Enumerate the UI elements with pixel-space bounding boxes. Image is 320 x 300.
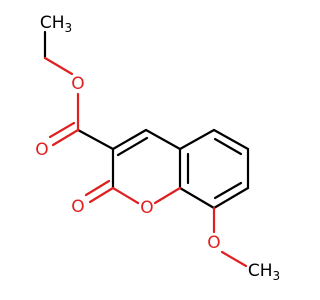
methoxy-methyl-label: CH3 bbox=[248, 261, 280, 283]
bond-c2-ring-o bbox=[111, 186, 140, 205]
bond-c4-c4a bbox=[144, 128, 182, 151]
bond-ester-c-to-c3 bbox=[76, 128, 115, 151]
bond-methoxy-o-ch3 bbox=[220, 250, 248, 268]
bond-c3-c4 bbox=[111, 128, 148, 151]
lactone-carbonyl-oxygen-label: O bbox=[71, 197, 84, 217]
bond-ring-o-c8a bbox=[153, 186, 182, 205]
ring-oxygen-label: O bbox=[140, 198, 153, 218]
bond-lactone-carbonyl-double bbox=[84, 179, 111, 197]
chemical-structure-diagram: CH3 O O O O O CH3 bbox=[35, 13, 280, 283]
bond-lactone-carbonyl bbox=[88, 186, 115, 204]
bond-c3-c4-double bbox=[116, 136, 149, 157]
ester-ether-oxygen-label: O bbox=[71, 74, 84, 94]
bond-c8-c8a bbox=[178, 186, 216, 210]
ester-carbonyl-oxygen-label: O bbox=[35, 140, 48, 160]
methoxy-oxygen-label: O bbox=[207, 233, 220, 253]
oxygen-bonds bbox=[43, 56, 248, 268]
atom-labels: CH3 O O O O O CH3 bbox=[35, 13, 280, 283]
bond-c4a-c5 bbox=[178, 128, 216, 151]
bond-c7-c8-double bbox=[213, 181, 243, 200]
carbon-bonds bbox=[43, 30, 250, 210]
bond-ester-carbonyl-double bbox=[48, 121, 76, 139]
ethyl-methyl-label: CH3 bbox=[40, 13, 72, 35]
bond-ester-carbonyl bbox=[51, 128, 80, 147]
bond-c5-c6 bbox=[212, 128, 250, 151]
bond-c5-c6-double bbox=[213, 137, 243, 156]
bond-ch2-ester-o bbox=[43, 56, 74, 76]
bond-c7-c8 bbox=[212, 186, 250, 210]
